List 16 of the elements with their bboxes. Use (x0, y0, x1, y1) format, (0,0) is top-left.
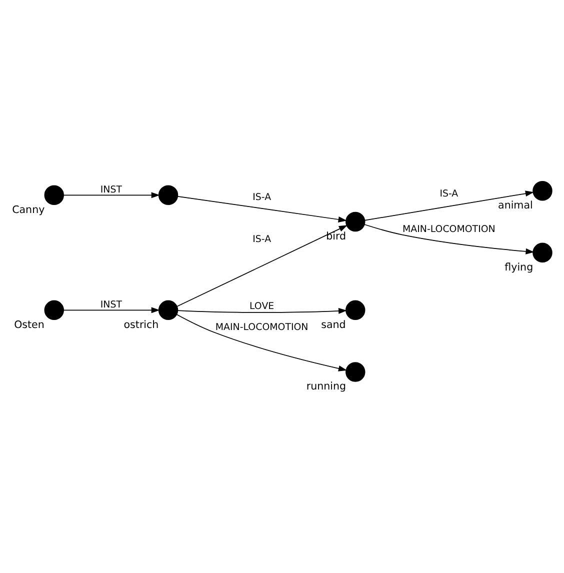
node-label: ostrich (124, 318, 159, 330)
node-label: sand (321, 318, 346, 330)
edge-label: INST (100, 184, 122, 195)
edge-label: IS-A (440, 188, 458, 200)
edge-label: MAIN-LOCOMOTION (215, 321, 308, 332)
edge-label: LOVE (250, 300, 274, 312)
node-label: bird (326, 230, 346, 242)
edge-label: IS-A (252, 234, 272, 245)
node-label: running (306, 380, 346, 392)
edge-label: IS-A (252, 192, 272, 203)
edge-label: INST (100, 298, 122, 310)
node-label: animal (498, 199, 533, 212)
node-label: Canny (12, 203, 45, 216)
node-label: flying (504, 260, 534, 273)
node-label: Osten (14, 318, 44, 330)
edge-label: MAIN-LOCOMOTION (402, 223, 496, 234)
